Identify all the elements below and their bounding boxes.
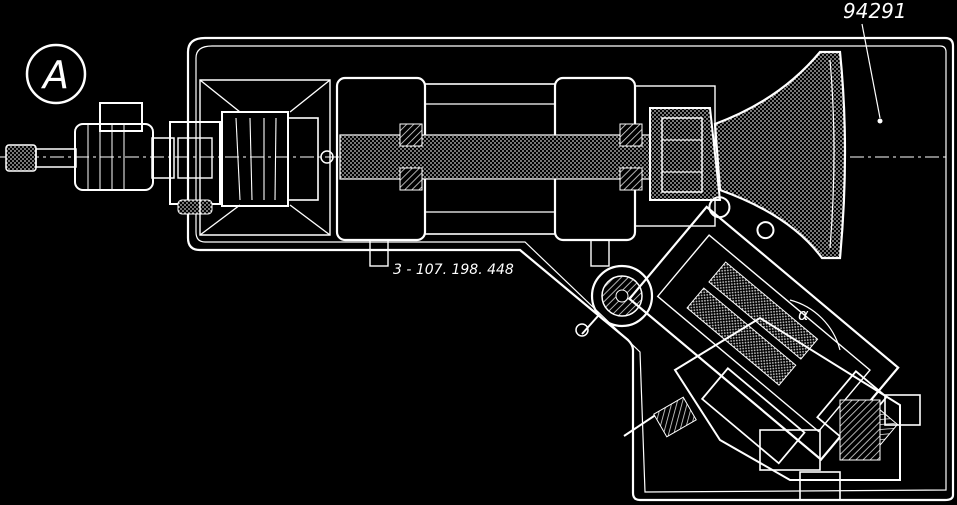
housing-outline <box>186 36 955 502</box>
adjustment-knob <box>623 396 697 438</box>
lower-gearbox <box>673 316 921 501</box>
bevel-gear <box>649 107 722 201</box>
flared-nozzle <box>713 50 847 260</box>
bearing-wheel <box>575 264 654 337</box>
input-shaft <box>5 144 77 172</box>
angle-symbol: α <box>798 305 809 324</box>
angled-spindle-assembly <box>627 196 900 465</box>
coupling-housing <box>169 79 334 236</box>
view-letter: A <box>40 53 69 97</box>
angle-arc <box>789 299 841 351</box>
main-spindle-housing <box>335 76 716 267</box>
view-label-circle: A <box>25 43 87 105</box>
reference-code-label: 3 - 107. 198. 448 <box>393 262 514 278</box>
drive-motor <box>74 102 175 191</box>
part-number-label: 94291 <box>843 0 907 23</box>
part-leader-line <box>861 23 881 119</box>
